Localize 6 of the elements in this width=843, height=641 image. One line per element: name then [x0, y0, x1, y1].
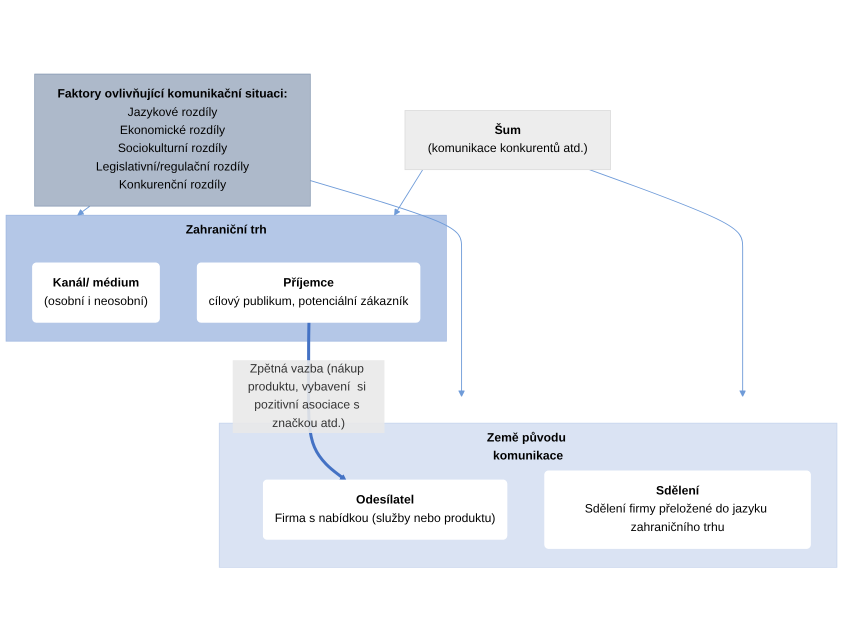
arrow — [394, 169, 424, 216]
arrow — [310, 180, 465, 397]
arrow — [589, 169, 746, 397]
arrow — [77, 205, 90, 216]
node-box: Faktory ovlivňující komunikační situaci: Jazykové rozdíly Ekonomické rozdíly Sociokulturní rozdíly Legislativní/regulační rozdíly Konkurenční rozdíly — [34, 73, 311, 206]
node-box: Šum (komunikace konkurentů atd.) — [404, 110, 611, 170]
